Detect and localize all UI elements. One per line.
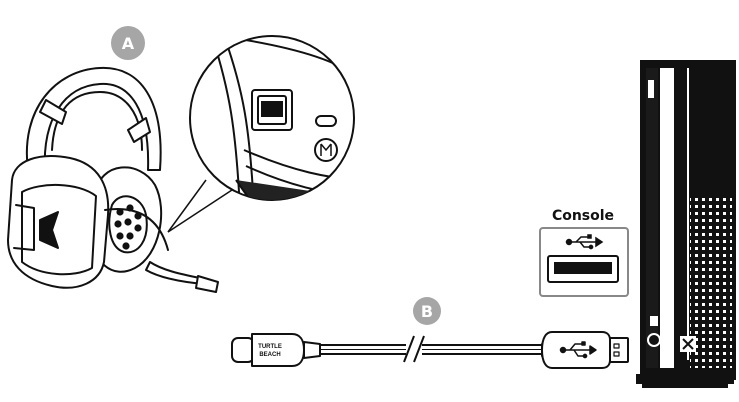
callout-a-label: A [122, 34, 135, 53]
headband [25, 66, 162, 173]
cable-break-mark-2 [413, 335, 425, 363]
callout-b-badge: B [413, 297, 441, 325]
turtle-beach-logo-icon [39, 211, 59, 249]
status-led [315, 115, 337, 127]
callout-a-badge: A [111, 26, 145, 60]
usb-icon [559, 341, 597, 359]
microphone-boom [145, 261, 205, 285]
usb-c-plug-body [251, 333, 305, 367]
console-label: Console [552, 208, 614, 224]
console-usb-icon [565, 234, 604, 250]
cable-break-mark-1 [403, 335, 415, 363]
usb-c-tip [231, 337, 255, 363]
zoom-detail-circle [189, 35, 355, 201]
console-usb-port-callout [539, 227, 629, 297]
console-stand [636, 374, 734, 384]
cable-brand-line1: TURTLE [258, 344, 282, 350]
headset-illustration [7, 66, 219, 293]
cable-brand-line2: BEACH [259, 352, 280, 358]
usb-a-connector [609, 337, 629, 363]
zoom-connector-bottom [167, 189, 233, 233]
callout-b-label: B [421, 302, 433, 321]
console-illustration [636, 60, 736, 388]
zoom-connector-top [167, 179, 207, 233]
usb-cable: TURTLE BEACH [231, 331, 629, 369]
